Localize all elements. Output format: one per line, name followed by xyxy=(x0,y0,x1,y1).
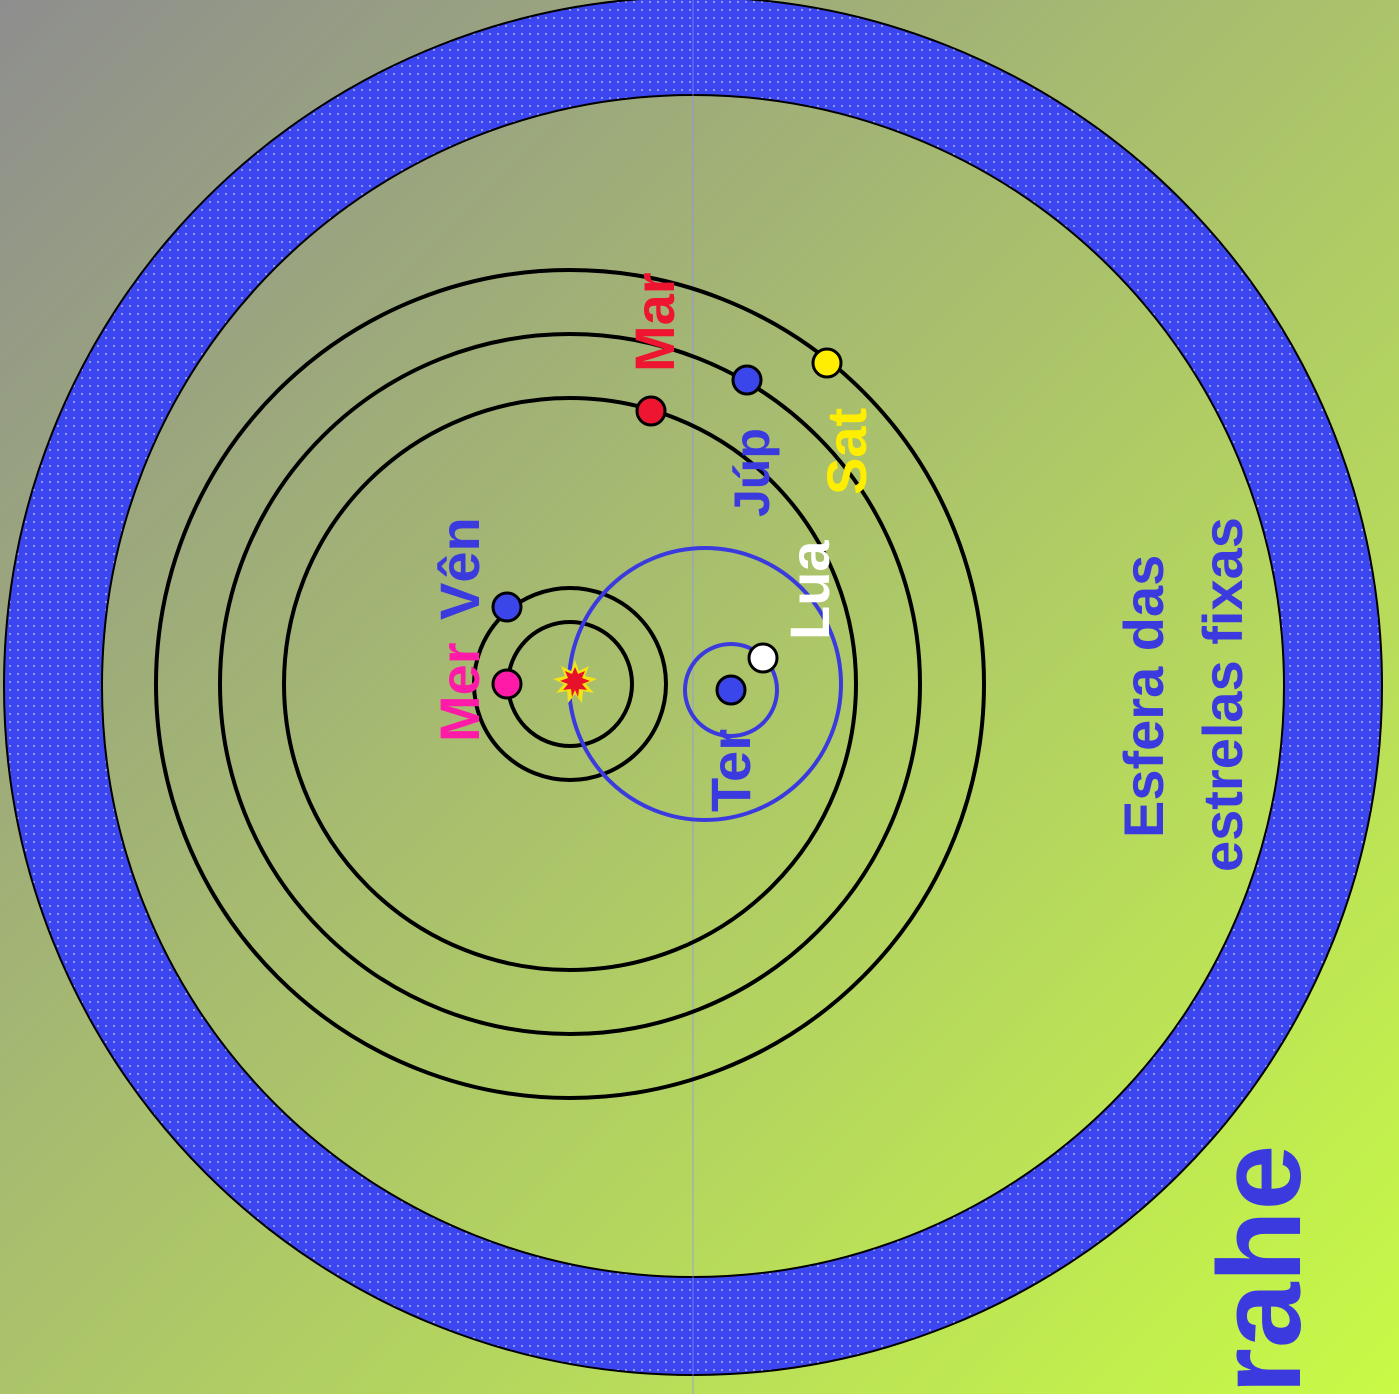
label-mercury: Mer xyxy=(428,642,491,742)
orbits xyxy=(154,268,986,1100)
orbit-jupiter xyxy=(218,332,922,1036)
orbit-mars xyxy=(282,396,858,972)
title-fragment: rahe xyxy=(1194,1145,1326,1394)
label-saturn: Sat xyxy=(815,408,878,495)
saturn-dot xyxy=(811,347,843,379)
orbit-moon xyxy=(683,642,779,738)
mars-dot xyxy=(635,395,667,427)
sun-icon xyxy=(553,660,597,703)
mercury-dot xyxy=(491,668,523,700)
orbit-venus xyxy=(472,586,668,782)
label-fixed-stars-line1: Esfera das xyxy=(1112,555,1175,838)
labels: Mer Vên Mar Júp Sat Lua Ter Esfera das e… xyxy=(428,272,1326,1394)
label-moon: Lua xyxy=(778,540,841,640)
label-mars: Mar xyxy=(623,272,686,372)
earth-dot xyxy=(715,674,747,706)
venus-dot xyxy=(491,591,523,623)
moon-dot xyxy=(747,642,779,674)
jupiter-dot xyxy=(731,364,763,396)
label-earth: Ter xyxy=(699,729,762,812)
label-fixed-stars-line2: estrelas fixas xyxy=(1191,517,1254,872)
label-venus: Vên xyxy=(428,517,491,620)
label-jupiter: Júp xyxy=(724,428,780,517)
bodies xyxy=(491,347,843,706)
orbit-saturn xyxy=(154,268,986,1100)
